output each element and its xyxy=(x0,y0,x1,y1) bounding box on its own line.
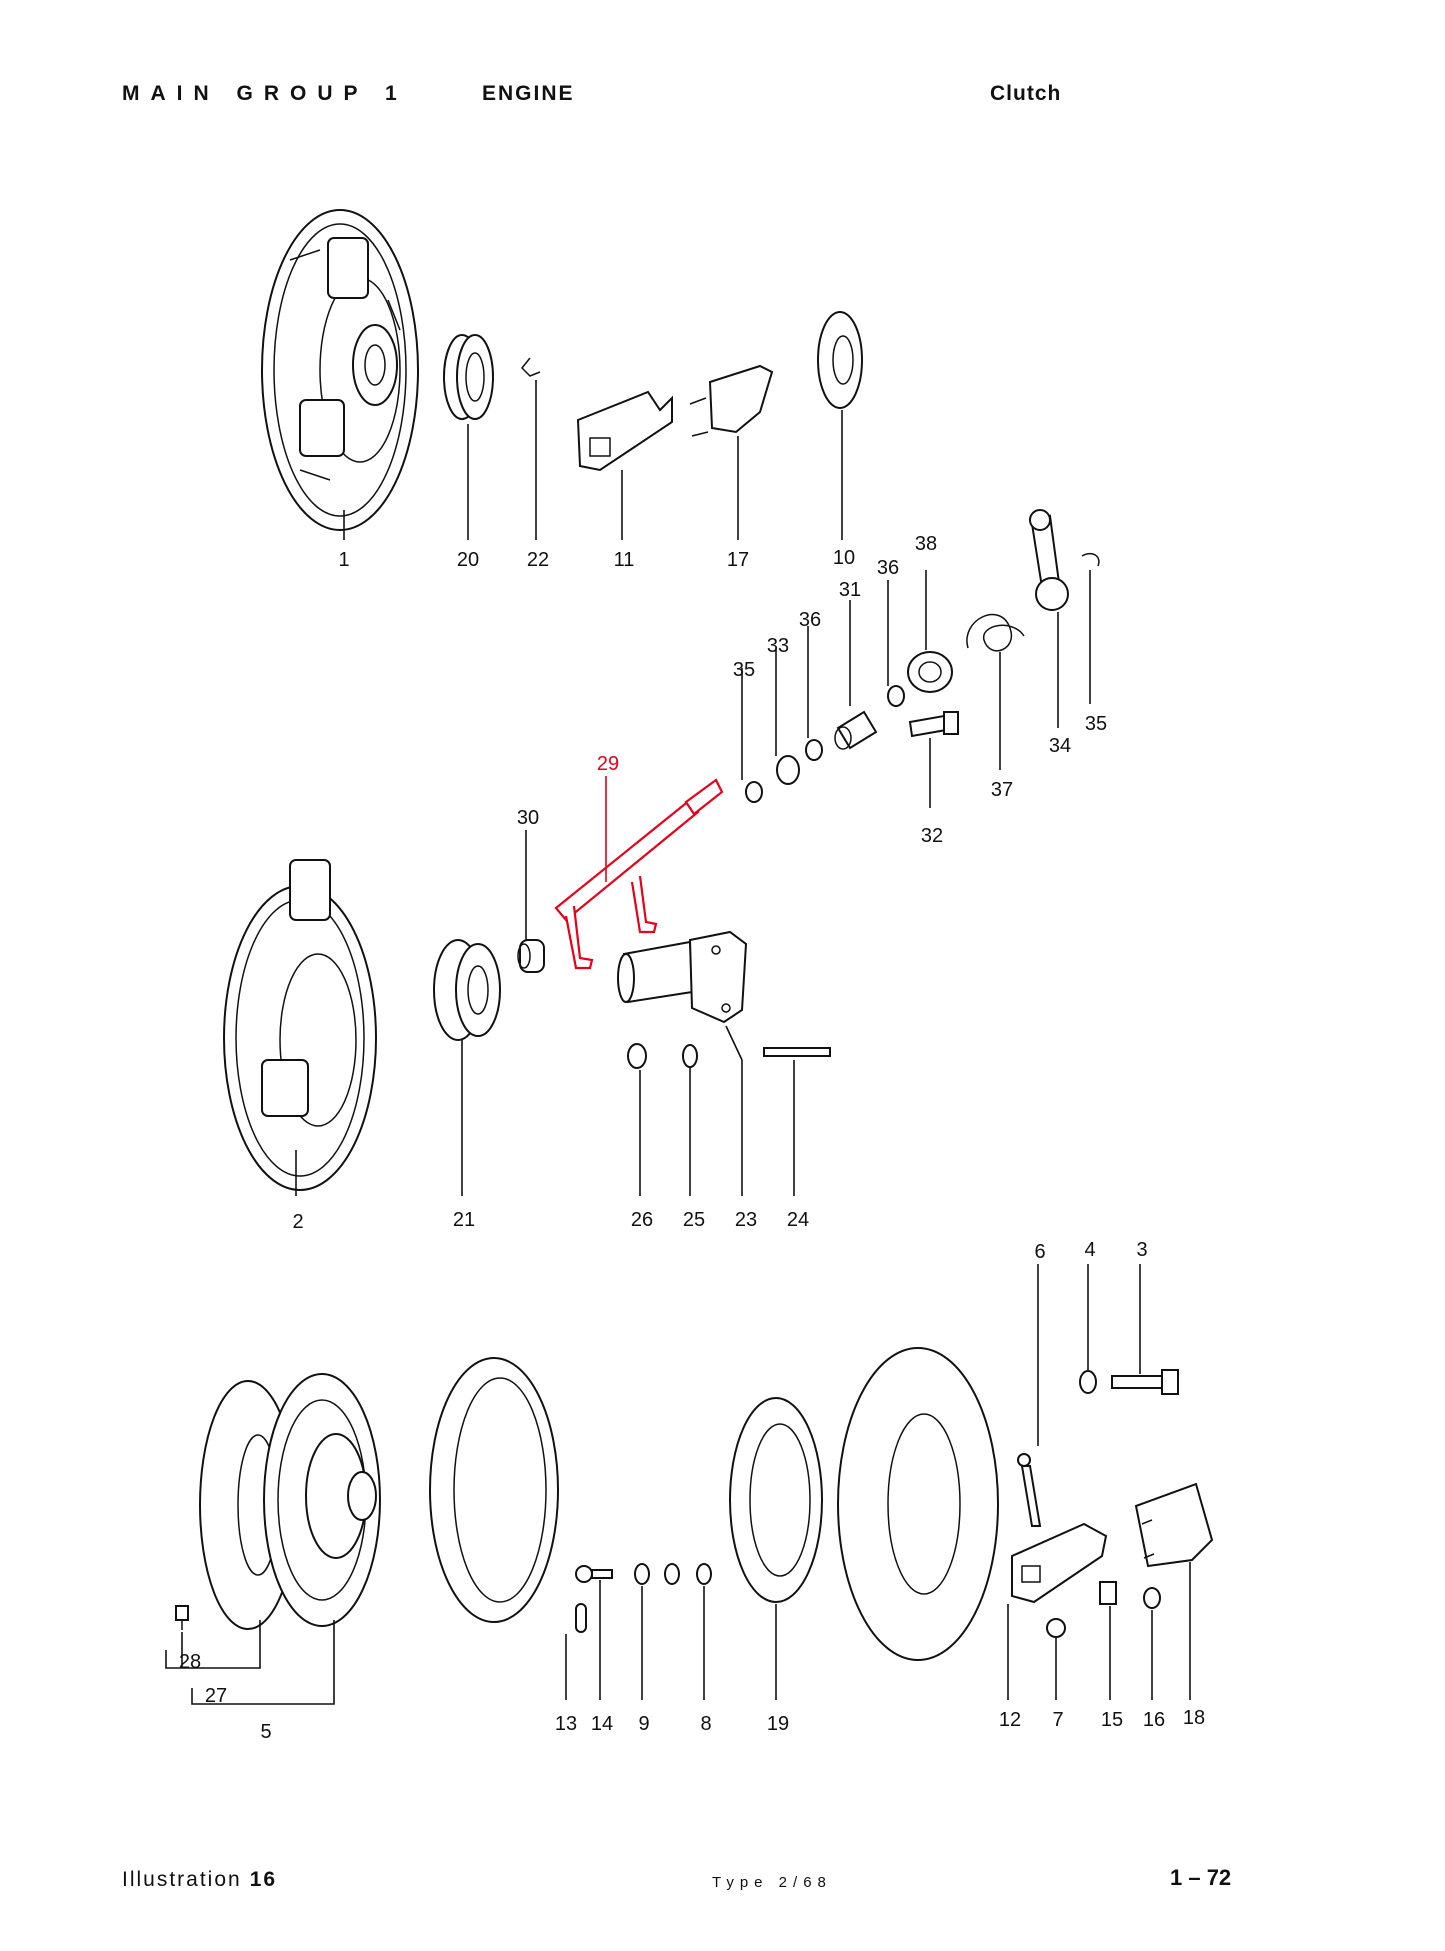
part-19-plate[interactable] xyxy=(729,1397,823,1603)
part-7-nut[interactable] xyxy=(1046,1618,1066,1638)
part-8-washer[interactable] xyxy=(696,1563,712,1585)
callout-12[interactable]: 12 xyxy=(999,1709,1021,1731)
illustration-caption: Illustration 16 xyxy=(122,1868,277,1892)
part-28-rivet[interactable] xyxy=(175,1605,189,1630)
part-3-bolt[interactable] xyxy=(1111,1369,1179,1395)
callout-4[interactable]: 4 xyxy=(1084,1239,1095,1261)
part-21-release-bearing[interactable] xyxy=(433,939,501,1041)
callout-31[interactable]: 31 xyxy=(839,579,861,601)
callout-19[interactable]: 19 xyxy=(767,1713,789,1735)
callout-2[interactable]: 2 xyxy=(292,1211,303,1233)
section-heading: Clutch xyxy=(990,82,1062,105)
callout-14[interactable]: 14 xyxy=(591,1713,613,1735)
part-10-release-bearing[interactable] xyxy=(817,311,863,409)
part-13-clip[interactable] xyxy=(575,1603,587,1633)
part-20-release-bearing[interactable] xyxy=(443,334,494,420)
illustration-number: 16 xyxy=(249,1868,278,1891)
callout-26[interactable]: 26 xyxy=(631,1209,653,1231)
part-1-pressure-plate[interactable] xyxy=(261,209,419,531)
part-29-operating-shaft[interactable] xyxy=(554,778,724,970)
part-24-stud[interactable] xyxy=(763,1047,831,1057)
part-5-clutch-disc[interactable] xyxy=(199,1373,381,1630)
callout-25[interactable]: 25 xyxy=(683,1209,705,1231)
callout-23[interactable]: 23 xyxy=(735,1209,757,1231)
callout-17[interactable]: 17 xyxy=(727,549,749,571)
callout-1[interactable]: 1 xyxy=(338,549,349,571)
part-18-cover[interactable] xyxy=(1134,1482,1214,1568)
part-22-retaining-clip[interactable] xyxy=(520,357,541,377)
callout-33[interactable]: 33 xyxy=(767,635,789,657)
callout-21[interactable]: 21 xyxy=(453,1209,475,1231)
part-12-lever[interactable] xyxy=(1011,1522,1108,1604)
part-32-bolt[interactable] xyxy=(908,711,959,738)
callout-35-lower[interactable]: 35 xyxy=(733,659,755,681)
part-36-bush-upper[interactable] xyxy=(887,685,905,707)
callout-7[interactable]: 7 xyxy=(1052,1709,1063,1731)
part-36-bush-lower[interactable] xyxy=(805,739,823,761)
part-14-pin[interactable] xyxy=(575,1565,613,1583)
callout-35-upper[interactable]: 35 xyxy=(1085,713,1107,735)
callout-8[interactable]: 8 xyxy=(700,1713,711,1735)
callout-labels: 1 20 22 11 17 10 38 36 31 36 33 35 34 35… xyxy=(179,533,1205,1743)
callout-22[interactable]: 22 xyxy=(527,549,549,571)
page-number: 1 – 72 xyxy=(1170,1865,1232,1890)
callout-27[interactable]: 27 xyxy=(205,1685,227,1707)
callout-11[interactable]: 11 xyxy=(614,549,635,571)
part-26-nut[interactable] xyxy=(627,1043,647,1069)
part-33-washer[interactable] xyxy=(776,755,800,785)
part-6-pin[interactable] xyxy=(1017,1453,1042,1527)
illustration-word: Illustration xyxy=(122,1868,242,1891)
callout-10[interactable]: 10 xyxy=(833,547,855,569)
callout-37[interactable]: 37 xyxy=(991,779,1013,801)
callout-32[interactable]: 32 xyxy=(921,825,943,847)
callout-5[interactable]: 5 xyxy=(260,1721,271,1743)
part-flywheel-ring[interactable] xyxy=(429,1357,559,1623)
callout-34[interactable]: 34 xyxy=(1049,735,1071,757)
part-38-seal[interactable] xyxy=(907,651,953,693)
part-17-lever-spring[interactable] xyxy=(689,364,774,437)
callout-38[interactable]: 38 xyxy=(915,533,937,555)
part-2-pressure-plate[interactable] xyxy=(223,859,377,1191)
assembly-heading: ENGINE xyxy=(482,82,575,105)
callout-15[interactable]: 15 xyxy=(1101,1709,1123,1731)
callout-29[interactable]: 29 xyxy=(597,753,619,775)
part-4-washer[interactable] xyxy=(1079,1370,1097,1394)
part-cover-plate[interactable] xyxy=(837,1347,999,1661)
part-9-washer-b[interactable] xyxy=(664,1563,680,1585)
part-31-bushing[interactable] xyxy=(834,710,878,750)
callout-20[interactable]: 20 xyxy=(457,549,479,571)
part-25-lock-washer[interactable] xyxy=(682,1044,698,1068)
callout-36-upper[interactable]: 36 xyxy=(877,557,899,579)
callout-9[interactable]: 9 xyxy=(638,1713,649,1735)
part-23-guide-tube[interactable] xyxy=(617,930,748,1024)
callout-6[interactable]: 6 xyxy=(1034,1241,1045,1263)
callout-16[interactable]: 16 xyxy=(1143,1709,1165,1731)
main-group-heading: MAIN GROUP 1 xyxy=(122,82,408,105)
callout-24[interactable]: 24 xyxy=(787,1209,809,1231)
callout-36-lower[interactable]: 36 xyxy=(799,609,821,631)
part-9-washer-a[interactable] xyxy=(634,1563,650,1585)
part-34-lever[interactable] xyxy=(1029,509,1069,611)
callout-30[interactable]: 30 xyxy=(517,807,539,829)
part-35-circlip-upper[interactable] xyxy=(1081,552,1100,567)
callout-18[interactable]: 18 xyxy=(1183,1707,1205,1729)
part-15-clip[interactable] xyxy=(1099,1581,1117,1605)
part-16-nut[interactable] xyxy=(1143,1587,1161,1609)
vehicle-type: Type 2/68 xyxy=(712,1874,832,1891)
part-30-bushing[interactable] xyxy=(517,939,545,973)
part-35-circlip[interactable] xyxy=(745,781,763,803)
part-11-release-lever[interactable] xyxy=(576,390,673,472)
callout-28[interactable]: 28 xyxy=(179,1651,201,1673)
leader-lines xyxy=(165,380,1191,1705)
part-37-return-spring[interactable] xyxy=(966,613,1025,652)
callout-3[interactable]: 3 xyxy=(1136,1239,1147,1261)
callout-13[interactable]: 13 xyxy=(555,1713,577,1735)
